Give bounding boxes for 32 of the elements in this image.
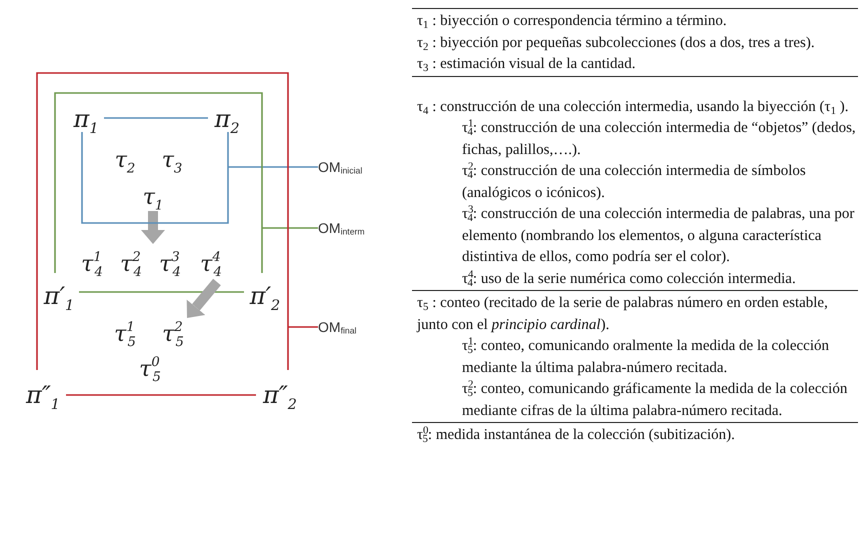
definition-text: τ$_{5}$ : conteo (recitado de la serie de palabras número en orden estable, junto con el principio cardinal). [416,294,829,334]
praxeology-label: OM$_{inicial}$ [318,155,398,179]
technique-label: τ$_{3}$ [155,145,189,175]
definition-text: τ$_{2}$ : biyección por pequeñas subcolecciones (dos a dos, tres a tres). [416,34,816,54]
leader-line [288,326,318,328]
leader-line [228,166,318,168]
definition-text: τ$_{4}$ : construcción de una colección intermedia, usando la biyección (τ$_{1}$ ). [416,98,850,118]
praxeology-label: OM$_{final}$ [318,315,398,339]
definition-text: τ$^{1}$$_{5}$: conteo, comunicando oralmente la medida de la colección mediante la última palabra-número recitada. [461,336,830,378]
connector-line [104,117,208,119]
vertex-label: π′$_{1}$ [39,281,79,311]
definition-text: τ$^{1}$$_{4}$: construcción de una colección intermedia de “objetos” (dedos, fichas, palillos,….). [461,118,857,160]
leader-line [262,227,318,229]
vertex-label: π′$_{2}$ [244,281,286,311]
praxeology-label: OM$_{interm}$ [318,216,398,240]
vertex-label: π″$_{1}$ [20,380,66,410]
definition-text: τ$_{3}$ : estimación visual de la cantidad. [416,55,636,76]
vertex-label: π″$_{2}$ [256,380,304,410]
block-arrow [186,278,221,318]
connector-line [79,291,244,293]
definition-text: τ$^{3}$$_{4}$: construcción de una colección intermedia de palabras, una por elemento (nombrando los elementos, o alguna característica distintiva de ellos, como podría ser el color). [461,204,856,267]
technique-label: τ$_{2}$ [108,145,142,175]
definition-text: τ$^{4}$$_{4}$: uso de la serie numérica como colección intermedia. [461,268,797,290]
vertex-label: π$_{1}$ [68,104,104,134]
connector-line [66,394,256,396]
definition-text: τ$^{2}$$_{4}$: construcción de una colección intermedia de símbolos (analógicos o icónicos). [461,161,807,202]
block-arrow [141,211,165,244]
definition-text: τ$^{0}$$_{5}$: medida instantánea de la colección (subitización). [416,425,736,446]
vertex-label: π$_{2}$ [208,104,246,134]
definition-text: τ$_{1}$ : biyección o correspondencia término a término. [416,12,728,32]
definition-text: τ$^{2}$$_{5}$: conteo, comunicando gráficamente la medida de la colección mediante cifras de la última palabra-número recitada. [461,379,848,420]
technique-label: τ$_{1}$ [136,183,170,211]
